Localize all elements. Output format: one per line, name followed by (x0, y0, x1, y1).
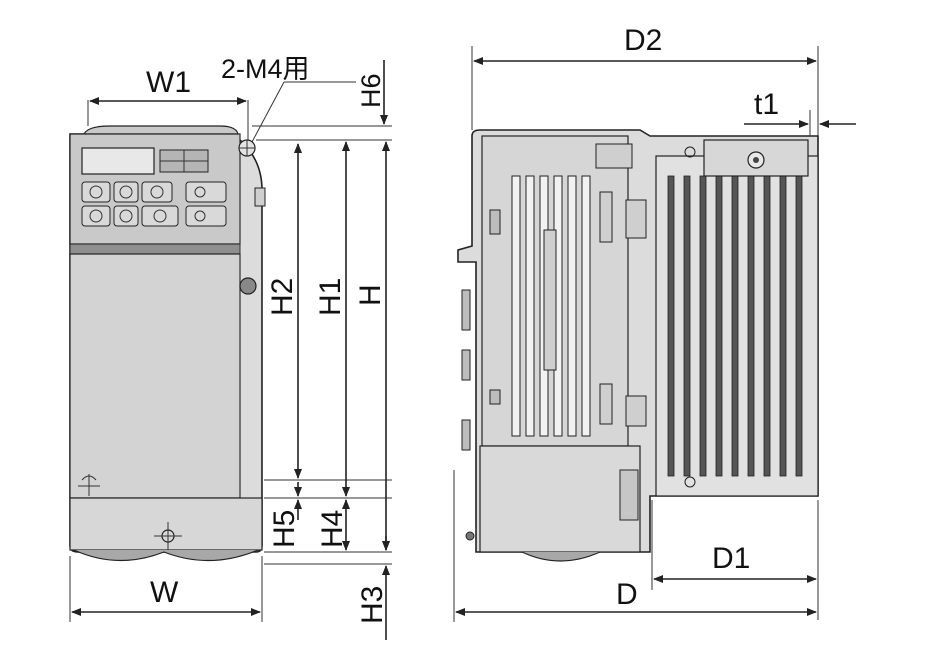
front-top-cap (83, 125, 239, 135)
label-d1: D1 (712, 542, 750, 575)
label-h2: H2 (266, 278, 299, 316)
front-cover (69, 253, 241, 499)
key-5 (81, 205, 111, 227)
label-screw-note: 2-M4用 (221, 54, 310, 84)
key-4 (185, 181, 227, 203)
front-feet (73, 549, 259, 562)
front-view (69, 125, 266, 562)
label-h4: H4 (316, 510, 349, 548)
side-view (457, 129, 819, 562)
label-w1: W1 (146, 66, 191, 99)
key-7 (141, 205, 179, 227)
key-6 (113, 205, 139, 227)
side-dimensions: D2 t1 D1 D (453, 24, 856, 622)
label-h5: H5 (268, 510, 301, 548)
key-1 (81, 181, 111, 203)
key-2 (113, 181, 139, 203)
label-d: D (616, 578, 638, 611)
label-d2: D2 (624, 24, 662, 57)
cover-screw (239, 277, 257, 295)
ground-symbol (78, 474, 100, 496)
label-h6: H6 (356, 73, 386, 108)
panel-divider (69, 243, 241, 255)
label-h3: H3 (356, 586, 389, 624)
key-3 (141, 181, 173, 203)
heatsink-fins (667, 175, 803, 477)
label-h: H (354, 284, 387, 306)
label-w: W (150, 576, 179, 609)
leader-2m4 (251, 81, 285, 143)
display-window (81, 147, 155, 175)
key-8 (185, 205, 227, 227)
label-t1: t1 (754, 88, 779, 121)
front-dimensions: W1 2-M4用 W H6 H2 H1 H H5 (69, 54, 392, 640)
side-lower-block (479, 445, 641, 553)
label-h1: H1 (314, 278, 347, 316)
side-foot (521, 551, 601, 562)
